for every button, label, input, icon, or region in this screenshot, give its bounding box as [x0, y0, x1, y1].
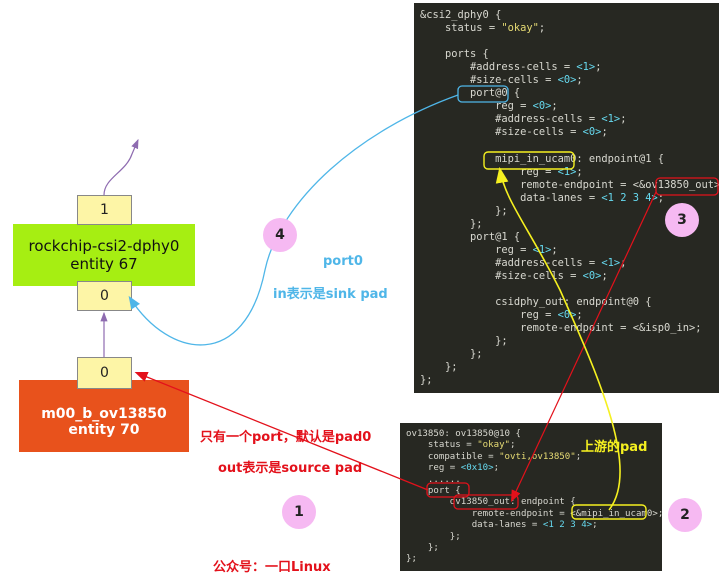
code-bottom-line: };: [406, 531, 461, 542]
dphy-pad-0: 0: [77, 281, 132, 311]
arrow-port0-to-pad0: [128, 94, 459, 346]
step-circle-4: 4: [263, 218, 297, 252]
code-top-line: };: [420, 335, 508, 348]
code-top-line: remote-endpoint = <&ov13850_out>;: [420, 178, 719, 191]
dphy-pad-1: 1: [77, 195, 132, 225]
highlight-mipi-in-ucam0: [483, 151, 575, 170]
code-top-line: &csi2_dphy0 {: [420, 9, 502, 21]
label-account: 公众号：一口Linux: [213, 560, 331, 575]
code-top-line: csidphy_out: endpoint@0 {: [420, 296, 652, 309]
dphy-entity-id: entity 67: [70, 255, 138, 273]
code-bottom-line: compatible = "ovti,ov13850";: [406, 451, 582, 462]
highlight-mipi-in-ucam0-ref: [571, 504, 647, 520]
code-top-line: #size-cells = <0>;: [420, 126, 608, 139]
highlight-ov13850-out-ref: [655, 177, 719, 196]
step-circle-1: 1: [282, 495, 316, 529]
code-bottom-line: ov13850: ov13850@10 {: [406, 429, 521, 439]
code-top-line: reg = <0>;: [420, 100, 558, 113]
code-bottom-line: port {: [406, 486, 461, 497]
sensor-pad-0: 0: [77, 357, 132, 389]
sensor-entity-name: m00_b_ov13850: [41, 406, 167, 422]
code-top-line: status = "okay";: [420, 22, 546, 35]
code-top-line: reg = <1>;: [420, 243, 558, 256]
highlight-ov13850-out: [453, 494, 519, 510]
code-bottom-line: ov13850_out: endpoint {: [406, 497, 576, 508]
code-bottom-line: };: [406, 543, 439, 554]
code-top-line: port@0 {: [420, 87, 521, 100]
dphy-entity-name: rockchip-csi2-dphy0: [28, 237, 180, 255]
code-bottom-line: };: [406, 554, 417, 565]
code-top-line: #size-cells = <0>;: [420, 269, 608, 282]
sensor-entity-box: m00_b_ov13850 entity 70: [19, 380, 189, 452]
code-top-line: };: [420, 217, 483, 230]
highlight-port0: [457, 85, 509, 103]
step-circle-3: 3: [665, 203, 699, 237]
code-top-line: ports {: [420, 48, 489, 61]
code-top-line: #size-cells = <0>;: [420, 74, 583, 87]
label-only-one-port: 只有一个port，默认是pad0: [200, 430, 372, 445]
code-top-line: };: [420, 204, 508, 217]
label-out-source-pad: out表示是source pad: [218, 461, 363, 476]
step-circle-2: 2: [668, 498, 702, 532]
highlight-port-bottom: [426, 482, 470, 498]
arrow-port-to-sensor-pad: [134, 372, 429, 491]
code-bottom-line: status = "okay";: [406, 440, 516, 451]
dts-code-csi2-dphy0: &csi2_dphy0 { status = "okay";​ ports { …: [414, 3, 719, 393]
code-top-line: reg = <0>;: [420, 309, 583, 322]
label-upstream-pad: 上游的pad: [581, 440, 648, 455]
arrow-ref-to-mipi-in-ucam0: [495, 166, 621, 511]
code-top-line: #address-cells = <1>;: [420, 113, 627, 126]
code-bottom-line: reg = <0x10>;: [406, 463, 500, 474]
code-bottom-line: remote-endpoint = <&mipi_in_ucam0>;: [406, 508, 662, 519]
code-top-line: };: [420, 361, 458, 374]
dphy-entity-box: rockchip-csi2-dphy0 entity 67: [13, 224, 195, 286]
label-in-sink-pad: in表示是sink pad: [273, 287, 388, 302]
code-top-line: };: [420, 374, 433, 387]
code-bottom-line: data-lanes = <1 2 3 4>;: [406, 520, 598, 531]
arrow-dphy-up: [103, 138, 139, 196]
sensor-entity-id: entity 70: [68, 422, 140, 438]
code-bottom-line: ......: [406, 474, 461, 485]
label-port0: port0: [323, 254, 363, 269]
code-top-line: };: [420, 348, 483, 361]
code-top-line: #address-cells = <1>;: [420, 61, 602, 74]
code-top-line: port@1 {: [420, 230, 521, 243]
code-top-line: mipi_in_ucam0: endpoint@1 {: [420, 152, 664, 165]
